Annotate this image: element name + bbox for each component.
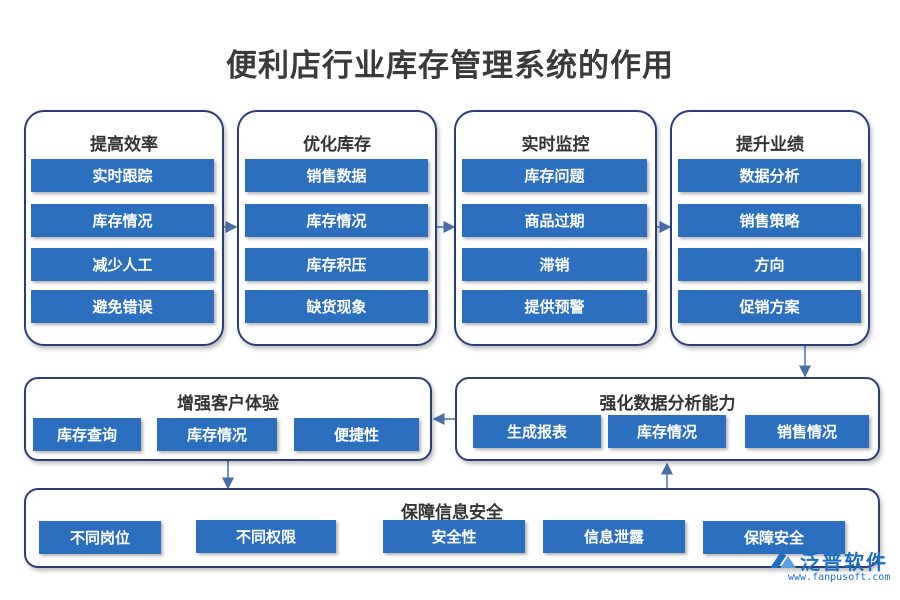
item-chip: 安全性	[383, 520, 525, 553]
item-chip: 库存情况	[157, 418, 277, 451]
item-chip: 避免错误	[31, 290, 214, 323]
item-chip: 销售情况	[745, 415, 869, 448]
panel-title: 提高效率	[90, 135, 158, 155]
panel-title: 增强客户体验	[177, 394, 279, 414]
item-chip: 缺货现象	[245, 290, 428, 323]
item-chip: 库存问题	[462, 159, 647, 192]
item-chip: 滞销	[462, 248, 647, 281]
item-chip: 销售数据	[245, 159, 428, 192]
item-chip: 库存情况	[608, 415, 726, 448]
item-chip: 不同权限	[196, 520, 336, 553]
item-chip: 提供预警	[462, 290, 647, 323]
brand-name: 泛普软件	[800, 550, 888, 574]
item-chip: 便捷性	[294, 418, 419, 451]
item-chip: 数据分析	[678, 159, 861, 192]
fanpu-logo-icon	[770, 550, 796, 568]
page-title: 便利店行业库存管理系统的作用	[226, 48, 674, 84]
brand-url: www.fanpusoft.com	[788, 572, 891, 583]
item-chip: 库存查询	[33, 418, 141, 451]
item-chip: 不同岗位	[39, 521, 161, 554]
item-chip: 实时跟踪	[31, 159, 214, 192]
item-chip: 促销方案	[678, 290, 861, 323]
item-chip: 方向	[678, 248, 861, 281]
item-chip: 库存积压	[245, 248, 428, 281]
panel-title: 保障信息安全	[401, 503, 503, 523]
item-chip: 商品过期	[462, 204, 647, 237]
brand-watermark: 泛普软件 www.fanpusoft.com	[768, 546, 891, 586]
panel-title: 提升业绩	[736, 135, 804, 155]
panel-title: 强化数据分析能力	[599, 394, 736, 414]
item-chip: 减少人工	[31, 248, 214, 281]
item-chip: 库存情况	[245, 204, 428, 237]
item-chip: 信息泄露	[543, 520, 685, 553]
panel-title: 实时监控	[521, 135, 590, 155]
item-chip: 生成报表	[473, 415, 601, 448]
item-chip: 保障安全	[703, 521, 845, 554]
item-chip: 销售策略	[678, 204, 861, 237]
panel-title: 优化库存	[303, 135, 371, 155]
item-chip: 库存情况	[31, 204, 214, 237]
